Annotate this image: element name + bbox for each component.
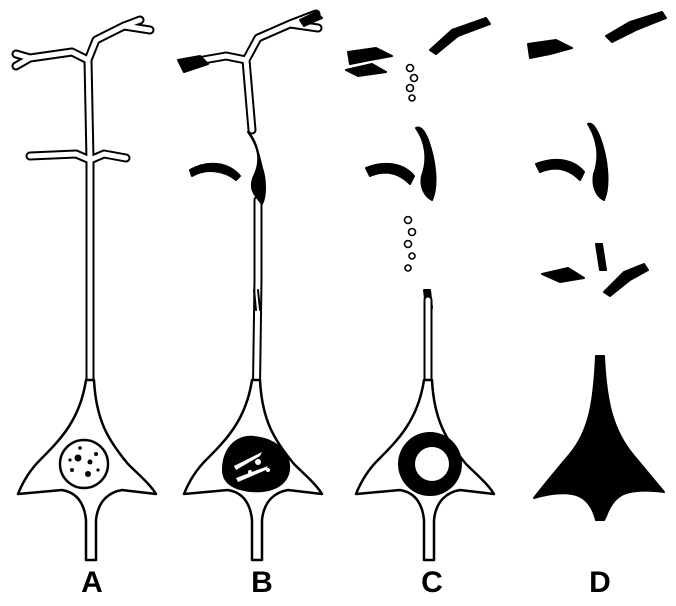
panel-a-neuron bbox=[16, 20, 156, 560]
panel-b-dendrites bbox=[192, 14, 318, 420]
panel-d-fragments bbox=[528, 12, 666, 296]
panel-label-c: C bbox=[402, 566, 462, 600]
panel-c-beaded-debris bbox=[405, 65, 418, 272]
panel-label-b: B bbox=[232, 566, 292, 600]
panel-c-nucleus bbox=[414, 446, 450, 482]
panel-c-fragments bbox=[346, 18, 490, 308]
panel-d-neuron bbox=[528, 12, 666, 520]
panel-c-neuron bbox=[346, 18, 494, 560]
panel-label-d: D bbox=[570, 566, 630, 600]
panel-b-neuron bbox=[178, 12, 322, 560]
panel-a-nucleus bbox=[60, 440, 108, 488]
panel-label-a: A bbox=[62, 566, 122, 600]
panel-d-soma bbox=[534, 356, 664, 520]
panel-a-dendrites bbox=[16, 20, 150, 420]
